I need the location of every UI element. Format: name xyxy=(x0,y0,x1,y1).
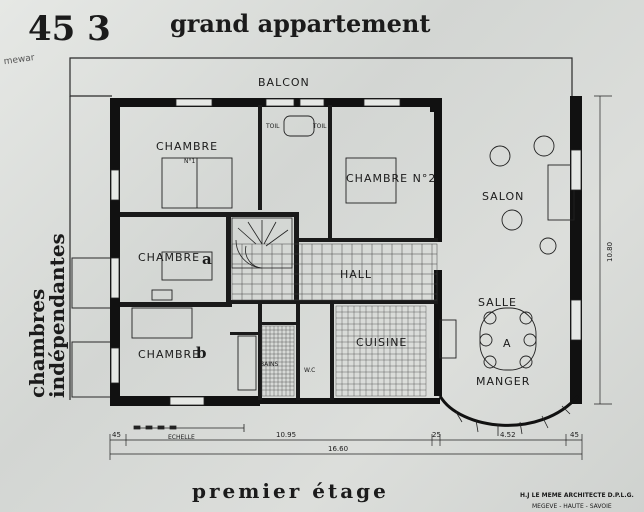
room-label-salle-a: A xyxy=(503,337,512,350)
room-label-wc: W.C xyxy=(304,367,315,374)
room-label-chambre-b: CHAMBRE xyxy=(138,348,200,361)
furniture xyxy=(131,115,575,391)
dining-bay-ticks xyxy=(455,405,571,436)
staircase xyxy=(231,217,293,269)
plan-title: grand appartement xyxy=(170,9,430,38)
room-label-chambre-b-letter: b xyxy=(196,344,207,362)
room-label-balcon: BALCON xyxy=(258,76,310,89)
room-label-toil-left: TOIL xyxy=(265,123,280,130)
scale-label: ECHELLE xyxy=(168,434,195,441)
room-label-chambre-2: CHAMBRE N°2 xyxy=(346,172,436,185)
room-label-chambre-a: CHAMBRE xyxy=(138,251,200,264)
room-label-hall: HALL xyxy=(340,268,372,281)
room-label-chambre-a-letter: a xyxy=(202,250,212,268)
room-label-manger: MANGER xyxy=(476,375,530,388)
architect-name: H.J LE MEME ARCHITECTE D.P.L.G. xyxy=(520,492,634,499)
windows xyxy=(110,98,582,406)
dimension-width-left: 10.95 xyxy=(276,431,296,439)
scale-bar xyxy=(133,424,245,432)
room-label-toil-right: TOIL xyxy=(312,123,327,130)
dimension-total-width: 16.60 xyxy=(328,445,348,453)
dining-bay-window xyxy=(438,395,580,427)
room-label-chambre-1-number: N°1 xyxy=(184,158,195,165)
dimension-width-right: 4.52 xyxy=(500,431,516,439)
architect-location: MEGEVE - HAUTE - SAVOIE xyxy=(532,503,612,510)
hall-floor-tiles xyxy=(231,243,438,301)
room-label-cuisine: CUISINE xyxy=(356,336,407,349)
side-label-line2: indépendantes xyxy=(45,233,69,398)
dimension-left-small: 45 xyxy=(112,431,121,439)
wet-room-tiles xyxy=(261,305,427,397)
plan-number: 45 3 xyxy=(28,9,111,49)
room-label-salle: SALLE xyxy=(478,296,517,309)
floor-label: premier étage xyxy=(192,479,389,503)
margin-note: mewar xyxy=(3,53,35,67)
side-label-line1: chambres xyxy=(25,289,49,398)
dimension-height: 10.80 xyxy=(606,242,614,262)
dimension-lines xyxy=(109,95,612,460)
balcony-outline xyxy=(69,57,573,400)
left-balconies xyxy=(71,257,113,398)
dimension-right-small: 45 xyxy=(570,431,579,439)
room-label-salon: SALON xyxy=(482,190,524,203)
room-label-chambre-1: CHAMBRE xyxy=(156,140,218,153)
room-label-bains: BAINS xyxy=(260,361,278,368)
interior-walls xyxy=(120,105,438,400)
dimension-mid-small: 25 xyxy=(432,431,441,439)
